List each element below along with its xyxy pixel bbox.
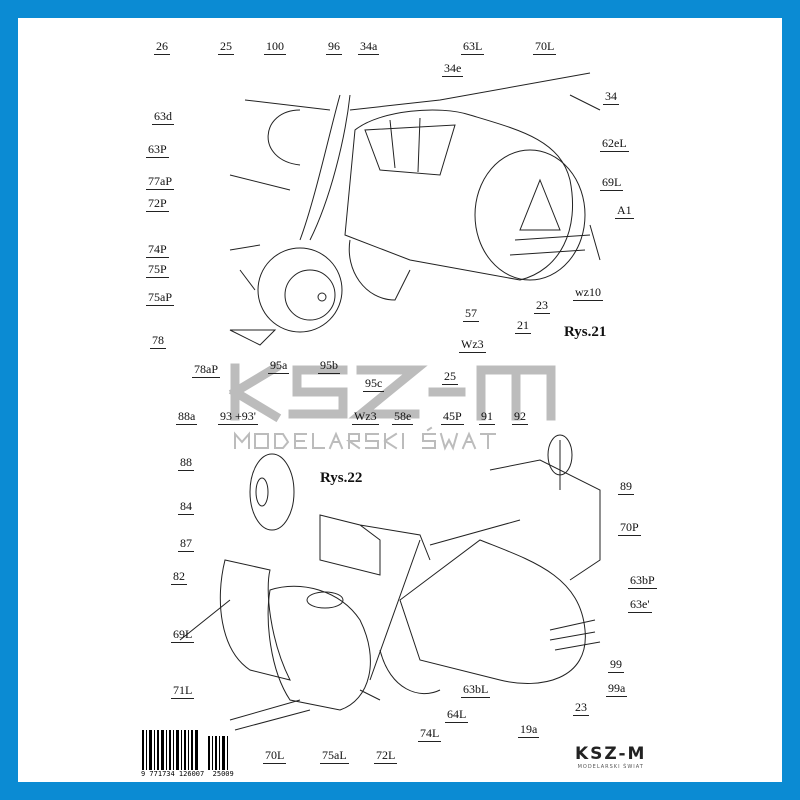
- callout-70l-b: 70L: [263, 748, 287, 764]
- callout-57: 57: [463, 306, 479, 322]
- callout-70l: 70L: [533, 39, 557, 55]
- callout-77ap: 77aP: [146, 174, 174, 190]
- callout-96: 96: [326, 39, 342, 55]
- callout-93: 93 +93': [218, 409, 258, 425]
- callout-63e: 63e': [628, 597, 652, 613]
- callout-75p: 75P: [146, 262, 169, 278]
- barcode-main-number: 9 771734 126007: [141, 770, 205, 778]
- figure-title-rys21: Rys.21: [564, 324, 607, 340]
- callout-63l: 63L: [461, 39, 485, 55]
- publisher-logo: KSZ-M MODELARSKI ŚWIAT: [575, 744, 646, 770]
- callout-95a: 95a: [268, 358, 290, 374]
- callout-78ap: 78aP: [192, 362, 220, 378]
- barcode: [142, 730, 228, 770]
- callout-95c: 95c: [363, 376, 385, 392]
- callout-wz10: wz10: [573, 285, 603, 301]
- barcode-addon: 25009: [212, 770, 234, 778]
- callout-45p: 45P: [441, 409, 464, 425]
- callout-34e: 34e: [442, 61, 464, 77]
- callout-19a: 19a: [518, 722, 540, 738]
- callout-99a: 99a: [606, 681, 628, 697]
- callout-34a: 34a: [358, 39, 380, 55]
- callout-92: 92: [512, 409, 528, 425]
- callout-64l: 64L: [445, 707, 469, 723]
- callout-72p: 72P: [146, 196, 169, 212]
- callout-72l: 72L: [374, 748, 398, 764]
- callout-74l: 74L: [418, 726, 442, 742]
- instruction-sheet: 26 25 100 96 34a 63L 70L 34e 34 63d 62eL…: [18, 18, 782, 782]
- callout-26: 26: [154, 39, 170, 55]
- callout-75ap: 75aP: [146, 290, 174, 306]
- callout-82: 82: [171, 569, 187, 585]
- watermark: [228, 361, 556, 451]
- aircraft-drawing: [179, 72, 601, 731]
- callout-78: 78: [150, 333, 166, 349]
- callout-34: 34: [603, 89, 619, 105]
- watermark-sub: [234, 426, 496, 451]
- callout-25-lower: 25: [442, 369, 458, 385]
- callout-89: 89: [618, 479, 634, 495]
- callout-95b: 95b: [318, 358, 340, 374]
- callout-91: 91: [479, 409, 495, 425]
- logo-sub: MODELARSKI ŚWIAT: [577, 764, 644, 770]
- callout-62el: 62eL: [600, 136, 629, 152]
- callout-99: 99: [608, 657, 624, 673]
- callout-21: 21: [515, 318, 531, 334]
- callout-88: 88: [178, 455, 194, 471]
- callout-100: 100: [264, 39, 286, 55]
- callout-87: 87: [178, 536, 194, 552]
- callout-74p: 74P: [146, 242, 169, 258]
- callout-88a: 88a: [176, 409, 198, 425]
- callout-wz3: Wz3: [459, 337, 486, 353]
- callout-25: 25: [218, 39, 234, 55]
- callout-63bl: 63bL: [461, 682, 491, 698]
- barcode-number: 9 771734 126007 25009: [141, 770, 234, 778]
- callout-63bp: 63bP: [628, 573, 657, 589]
- figure-title-rys22: Rys.22: [320, 470, 363, 486]
- callout-69l-b: 69L: [171, 627, 195, 643]
- callout-84: 84: [178, 499, 194, 515]
- callout-23: 23: [534, 298, 550, 314]
- callout-63p: 63P: [146, 142, 169, 158]
- callout-70p: 70P: [618, 520, 641, 536]
- callout-69l: 69L: [600, 175, 624, 191]
- callout-a1: A1: [615, 203, 634, 219]
- callout-23-b: 23: [573, 700, 589, 716]
- watermark-main: [228, 361, 556, 423]
- callout-wz3-b: Wz3: [352, 409, 379, 425]
- logo-main: KSZ-M: [575, 744, 647, 764]
- callout-71l: 71L: [171, 683, 195, 699]
- callout-63d: 63d: [152, 109, 174, 125]
- callout-58e: 58e: [392, 409, 414, 425]
- callout-75al: 75aL: [320, 748, 349, 764]
